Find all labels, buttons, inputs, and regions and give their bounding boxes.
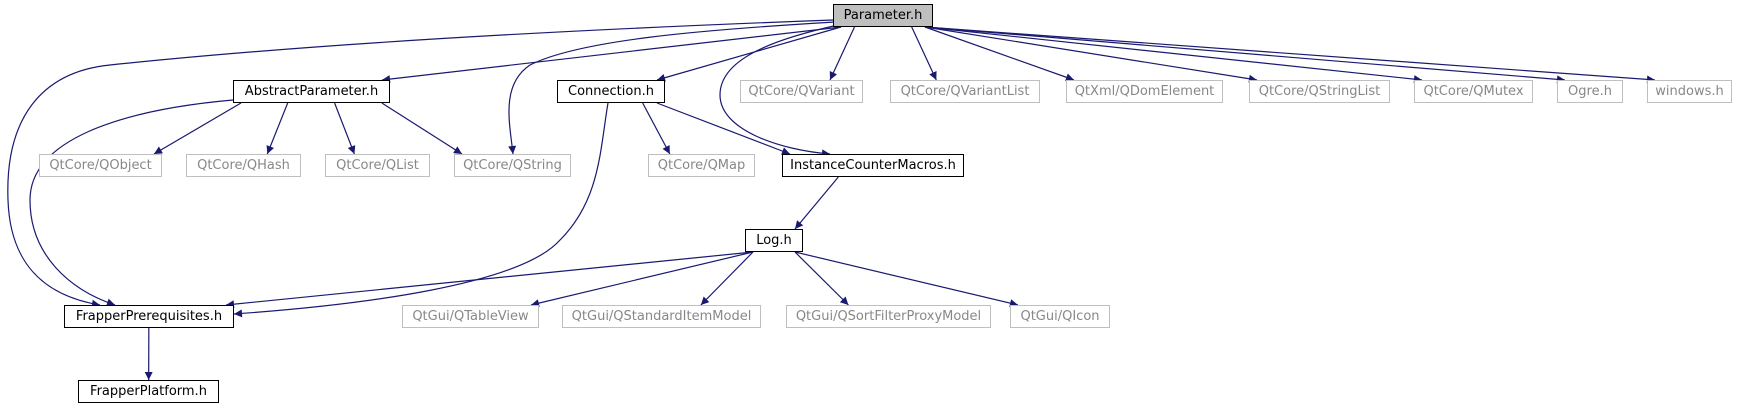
node-parameter-h[interactable]: Parameter.h [833,4,933,27]
node-log-h[interactable]: Log.h [745,229,803,252]
edge-abstractparameter-to-frapperprereq [29,99,234,307]
node-qtcore-qhash: QtCore/QHash [186,154,301,177]
node-qtgui-qstandarditemmodel: QtGui/QStandardItemModel [562,305,761,328]
node-qtgui-qtableview: QtGui/QTableView [402,305,539,328]
edge-log-to-frapperprereq [225,251,754,309]
edge-parameter-to-qmutex [924,26,1423,84]
edge-abstractparameter-to-qobject [153,102,242,155]
edge-parameter-to-ogre [924,26,1566,84]
edge-abstractparameter-to-qhash [266,102,289,155]
node-frapperplatform-h[interactable]: FrapperPlatform.h [78,380,219,403]
node-windows-h: windows.h [1647,80,1732,103]
edge-parameter-to-qstringlist [924,26,1258,83]
node-frapperprerequisites-h[interactable]: FrapperPrerequisites.h [64,305,234,328]
edge-parameter-to-connection [656,26,842,82]
edge-parameter-to-windows [924,26,1656,84]
edge-connection-to-qmap [642,102,671,155]
node-ogre-h: Ogre.h [1557,80,1623,103]
node-qtcore-qobject: QtCore/QObject [39,154,162,177]
edge-log-to-qicon [794,251,1019,308]
node-qtgui-qicon: QtGui/QIcon [1010,305,1110,328]
node-qtcore-qstring: QtCore/QString [454,154,571,177]
node-instancecountermacros-h[interactable]: InstanceCounterMacros.h [782,154,964,177]
node-qtcore-qvariantlist: QtCore/QVariantList [890,80,1040,103]
edge-connection-to-instancecounter [656,102,791,155]
edge-parameter-to-qdomelement [924,26,1075,82]
edge-log-to-qsortfilterproxymodel [794,251,849,306]
node-qtcore-qstringlist: QtCore/QStringList [1249,80,1390,103]
edge-abstractparameter-to-qstring [381,102,463,155]
node-qtxml-qdomelement: QtXml/QDomElement [1066,80,1223,103]
edge-parameter-to-abstractparameter [381,26,842,84]
edge-parameter-to-frapperprereq [7,19,834,308]
node-abstractparameter-h[interactable]: AbstractParameter.h [233,80,390,103]
node-qtcore-qmutex: QtCore/QMutex [1414,80,1533,103]
node-qtgui-qsortfilterproxymodel: QtGui/QSortFilterProxyModel [786,305,991,328]
node-qtcore-qvariant: QtCore/QVariant [740,80,863,103]
edge-connection-to-frapperprereq [233,102,609,318]
edge-log-to-qstandarditemmodel [700,251,754,306]
node-qtcore-qlist: QtCore/QList [325,154,430,177]
edge-log-to-qtableview [530,251,754,308]
edge-parameter-to-qstring [508,21,836,155]
node-qtcore-qmap: QtCore/QMap [648,154,755,177]
node-connection-h[interactable]: Connection.h [557,80,665,103]
edge-parameter-to-qvariant [829,26,856,81]
edge-instancecounter-to-log [794,176,839,230]
edge-parameter-to-qvariantlist [911,26,937,81]
edge-parameter-to-instancecounter [719,24,839,158]
edge-abstractparameter-to-qlist [334,102,356,155]
